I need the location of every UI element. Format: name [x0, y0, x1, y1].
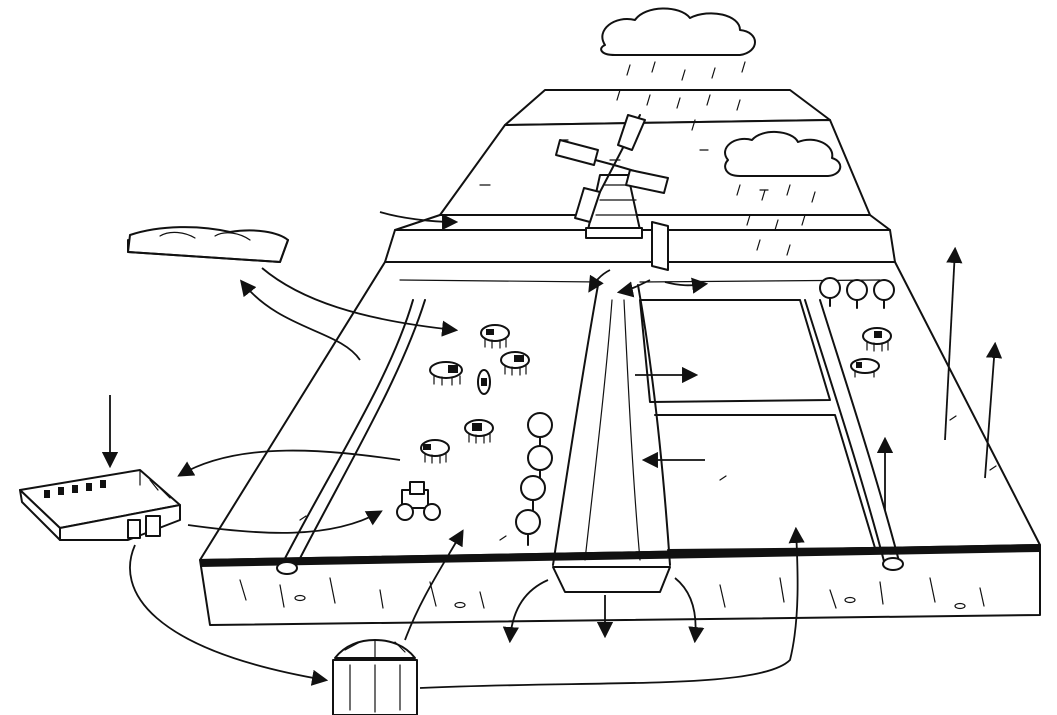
- flow-field-to-silage-pit: [239, 279, 361, 361]
- tree: [527, 445, 553, 481]
- flow-silo-to-field-left: [404, 529, 464, 641]
- cows: [420, 324, 892, 464]
- trees: [515, 277, 895, 546]
- cow: [429, 361, 463, 386]
- tree: [846, 279, 868, 309]
- cow: [420, 439, 450, 464]
- flow-evaporation-up-2: [944, 246, 963, 441]
- tractor: [396, 481, 441, 521]
- tree: [873, 279, 895, 309]
- cow: [477, 369, 491, 395]
- tree: [819, 277, 841, 307]
- rain-cloud-small: [724, 131, 842, 256]
- pump-outflow-arrows: [379, 211, 709, 298]
- cow: [500, 351, 530, 376]
- rain-cloud-large: [600, 7, 756, 131]
- flow-barn-to-silo: [129, 544, 329, 686]
- polder-land-block: [199, 89, 1041, 626]
- windmill: [555, 114, 669, 271]
- flow-field-to-barn: [177, 449, 401, 477]
- cow: [480, 324, 510, 349]
- flow-silo-to-field-right: [419, 526, 805, 689]
- cow: [464, 419, 494, 444]
- tree: [515, 509, 541, 546]
- tree: [527, 412, 553, 449]
- flow-barn-to-field: [187, 510, 383, 534]
- flow-evaporation-up-3: [984, 341, 1003, 479]
- tree: [520, 475, 546, 511]
- flow-groundwater-down-right: [674, 577, 705, 644]
- manure-silo: [332, 639, 418, 715]
- flow-groundwater-down-left: [502, 579, 549, 644]
- silage-pit: [127, 226, 289, 263]
- flow-arrows: [101, 246, 1003, 689]
- cattle-barn: [19, 469, 181, 541]
- flow-silage-pit-to-field: [261, 267, 459, 337]
- cow: [862, 327, 892, 352]
- cow: [850, 358, 880, 378]
